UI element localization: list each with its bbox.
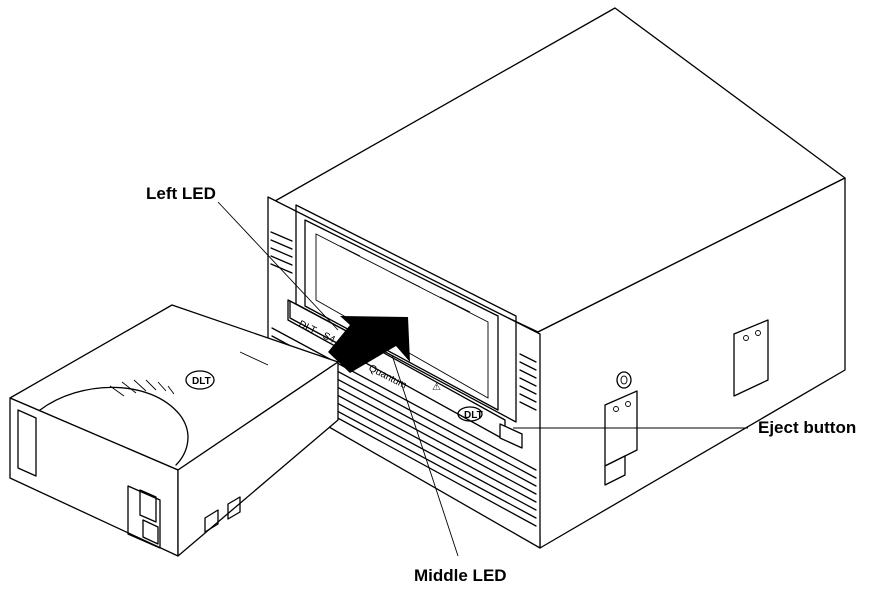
side-screw-icon [616, 371, 632, 389]
mounting-bracket-rear [733, 319, 769, 397]
left-vents [270, 231, 293, 274]
write-protect-tab [139, 489, 157, 523]
mounting-bracket-front [604, 390, 638, 486]
slot-inner [315, 233, 489, 399]
eject-button[interactable] [499, 423, 523, 449]
cartridge-front-window [17, 409, 37, 477]
front-logo-text: DLT [464, 410, 483, 421]
cartridge-logo-text: DLT [192, 376, 211, 387]
cartridge-side-face [177, 361, 339, 557]
callout-lines [217, 201, 748, 557]
cartridge-slot [304, 219, 499, 411]
middle-led-leader [391, 354, 459, 557]
cartridge-top-arc [39, 386, 189, 466]
middle-led-label: Middle LED [414, 566, 507, 585]
front-dlt-logo-icon [457, 406, 483, 422]
left-led-leader [217, 201, 339, 331]
eject-button-label: Eject button [758, 418, 857, 437]
insert-arrow-icon [328, 316, 410, 373]
warning-icon: ⚠ [432, 382, 441, 393]
right-vents [519, 353, 537, 411]
bezel-inner-frame [295, 204, 517, 423]
cartridge-dlt-logo-icon [185, 370, 215, 390]
tape-drive: DLT - S4 Quantum ⚠ DLT [267, 7, 846, 549]
tape-cartridge: DLT [9, 304, 339, 557]
left-led-label: Left LED [146, 184, 216, 203]
